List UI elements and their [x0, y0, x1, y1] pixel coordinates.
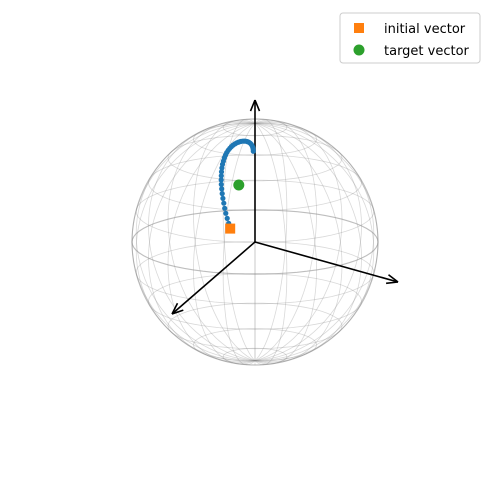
y-axis-arrow — [171, 241, 256, 315]
legend-target-label: target vector — [384, 44, 470, 59]
trajectory-point — [250, 148, 256, 154]
trajectory-point — [220, 195, 226, 201]
trajectory-point — [218, 181, 224, 187]
trajectory-point — [218, 169, 225, 175]
trajectory-point — [218, 177, 224, 183]
trajectory-point — [219, 186, 225, 192]
parallel-line — [135, 241, 375, 305]
z-axis-arrowhead — [249, 99, 261, 112]
vector-markers — [225, 179, 245, 234]
legend-frame — [339, 12, 481, 64]
trajectory-point — [222, 205, 228, 211]
y-axis-arrowhead — [171, 302, 184, 315]
legend: initial vector target vector — [339, 12, 481, 64]
x-axis-arrow — [254, 241, 399, 283]
parallel-line — [135, 179, 375, 243]
axis-arrows — [171, 99, 399, 315]
parallel-line — [193, 122, 317, 156]
x-axis-arrowhead — [386, 274, 399, 285]
equator-line — [131, 209, 379, 275]
legend-initial-label: initial vector — [384, 22, 466, 37]
initial-vector-marker — [225, 223, 236, 234]
legend-initial-marker — [354, 23, 364, 33]
parallel-line — [167, 134, 343, 182]
legend-target-marker — [353, 44, 365, 56]
trajectory-point — [221, 200, 227, 206]
parallel-line — [148, 154, 362, 212]
trajectory-point — [219, 191, 225, 197]
parallel-line — [222, 347, 288, 366]
trajectory-point — [224, 215, 230, 221]
parallel-line — [148, 272, 362, 330]
trajectory-point — [223, 210, 229, 216]
target-vector-marker — [233, 179, 245, 191]
parallel-line — [167, 302, 343, 350]
parallel-line — [193, 328, 317, 362]
trajectory-point — [218, 173, 224, 179]
parallel-line — [222, 118, 288, 137]
